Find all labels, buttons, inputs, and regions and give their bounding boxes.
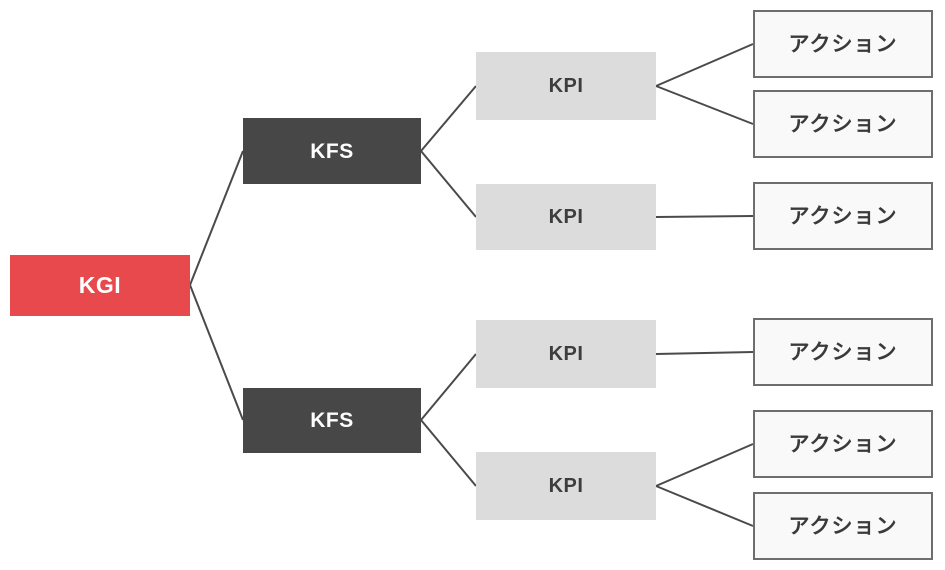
connector-kpi-1-to-action-2 [655,215,754,218]
connector-kpi-3-to-action-4 [655,443,754,487]
connector-kfs-1-to-kpi-2 [420,353,477,421]
kpi-node-2[interactable]: KPI [476,320,656,388]
kpi-node-3[interactable]: KPI [476,452,656,520]
kpi-node-2-label: KPI [548,343,584,365]
action-node-2-label: アクション [788,204,898,228]
kfs-node-1-label: KFS [310,409,354,432]
action-node-3[interactable]: アクション [753,318,933,386]
kpi-node-1-label: KPI [548,206,584,228]
connector-kfs-0-to-kpi-1 [420,150,477,218]
action-node-1[interactable]: アクション [753,90,933,158]
connector-kpi-2-to-action-3 [655,351,754,355]
kfs-node-1[interactable]: KFS [243,388,421,453]
action-node-5[interactable]: アクション [753,492,933,560]
action-node-1-label: アクション [788,112,898,136]
kpi-node-3-label: KPI [548,475,584,497]
connector-kpi-0-to-action-0 [655,43,754,87]
kpi-node-1[interactable]: KPI [476,184,656,250]
action-node-2[interactable]: アクション [753,182,933,250]
action-node-0-label: アクション [788,32,898,56]
action-node-3-label: アクション [788,340,898,364]
connector-kgi-0-to-kfs-1 [189,284,244,421]
connector-kfs-1-to-kpi-3 [420,419,477,487]
kpi-node-0[interactable]: KPI [476,52,656,120]
kfs-node-0[interactable]: KFS [243,118,421,184]
kpi-node-0-label: KPI [548,75,584,97]
kgi-node-0[interactable]: KGI [10,255,190,316]
kgi-node-0-label: KGI [78,272,122,298]
action-node-4[interactable]: アクション [753,410,933,478]
action-node-0[interactable]: アクション [753,10,933,78]
kfs-node-0-label: KFS [310,139,354,163]
action-node-4-label: アクション [788,432,898,456]
action-node-5-label: アクション [788,514,898,538]
connector-kpi-3-to-action-5 [655,485,754,527]
connector-kpi-0-to-action-1 [655,85,754,125]
connector-kfs-0-to-kpi-0 [420,85,477,152]
connector-kgi-0-to-kfs-0 [189,150,244,286]
